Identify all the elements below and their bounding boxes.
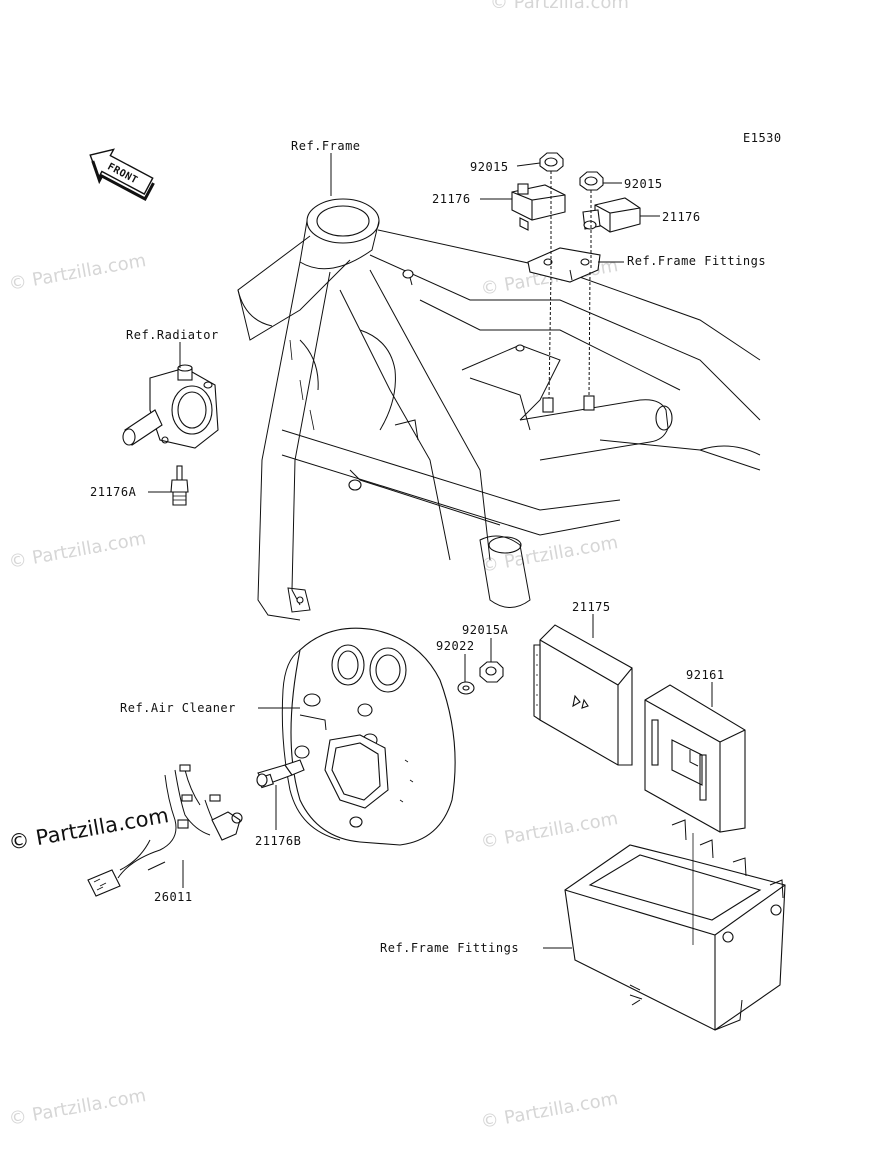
part-92015A: 92015A	[462, 623, 509, 637]
temp-sensor	[170, 465, 189, 506]
watermark: © Partzilla.com	[490, 0, 629, 13]
part-26011: 26011	[154, 890, 193, 904]
part-21175: 21175	[572, 600, 611, 614]
diagram-code: E1530	[743, 131, 782, 145]
part-21176-left: 21176	[432, 192, 471, 206]
part-92161: 92161	[686, 668, 725, 682]
watermark: © Partzilla.com	[479, 1088, 619, 1133]
part-21176B: 21176B	[255, 834, 301, 848]
battery-tray	[564, 819, 786, 1031]
part-92015-left: 92015	[470, 160, 509, 174]
watermark: © Partzilla.com	[7, 250, 147, 295]
front-arrow-icon: FRONT	[89, 148, 155, 201]
ecu-cover	[644, 684, 746, 833]
watermark: © Partzilla.com	[7, 1085, 147, 1130]
intake-sensor	[256, 759, 305, 789]
part-92022: 92022	[436, 639, 475, 653]
leader-lines	[148, 153, 713, 949]
air-cleaner-plate	[281, 627, 456, 846]
watermark: © Partzilla.com	[479, 532, 619, 577]
ref-air-cleaner-label: Ref.Air Cleaner	[120, 701, 236, 715]
frame-drawing	[237, 198, 761, 621]
part-21176-right: 21176	[662, 210, 701, 224]
sensor-bracket-group	[511, 152, 641, 399]
part-92015-right: 92015	[624, 177, 663, 191]
callout-labels: Ref.Frame 92015 21176 92015 21176 Ref.Fr…	[90, 139, 766, 955]
watermark: © Partzilla.com	[479, 808, 619, 853]
ref-frame-label: Ref.Frame	[291, 139, 361, 153]
part-21176A: 21176A	[90, 485, 137, 499]
washer-and-nut	[457, 661, 504, 695]
ecu-unit	[533, 624, 633, 766]
wiring-harness	[87, 764, 243, 897]
ref-radiator-label: Ref.Radiator	[126, 328, 219, 342]
thermostat-housing	[122, 364, 219, 449]
ref-frame-fittings-bottom: Ref.Frame Fittings	[380, 941, 519, 955]
watermark: © Partzilla.com	[7, 528, 147, 573]
ref-frame-fittings-top: Ref.Frame Fittings	[627, 254, 766, 268]
